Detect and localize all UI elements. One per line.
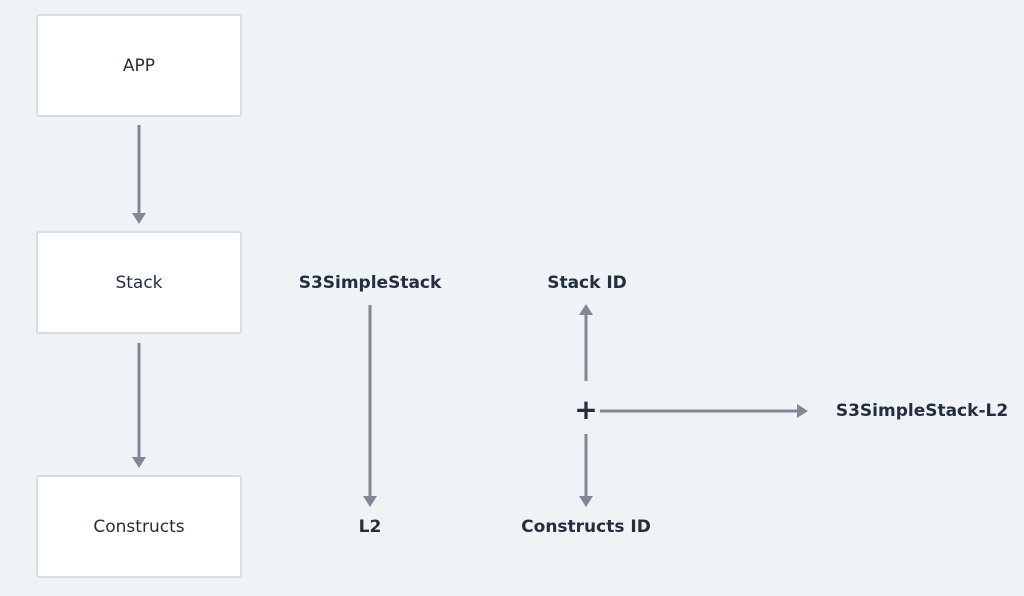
arrowhead-app-to-stack — [132, 213, 146, 224]
stack-label: Stack — [115, 272, 163, 293]
plus-operator: + — [574, 393, 598, 426]
result-id-label: S3SimpleStack-L2 — [835, 401, 1009, 421]
stack-name-label: S3SimpleStack — [298, 273, 442, 293]
constructs-id-label: Constructs ID — [521, 517, 651, 537]
arrowhead-plus-to-constructs-id — [579, 496, 593, 507]
stack-id-label: Stack ID — [547, 273, 627, 293]
arrowhead-plus-to-result — [797, 404, 808, 418]
construct-name-label: L2 — [358, 517, 382, 537]
app-label: APP — [122, 55, 156, 76]
constructs-box: Constructs — [36, 475, 242, 578]
stack-box: Stack — [36, 231, 242, 334]
constructs-label: Constructs — [93, 516, 185, 537]
app-box: APP — [36, 14, 242, 117]
arrowhead-s3simplestack-to-l2 — [363, 496, 377, 507]
arrowhead-stack-to-constructs — [132, 457, 146, 468]
arrowhead-plus-to-stack-id — [579, 304, 593, 315]
